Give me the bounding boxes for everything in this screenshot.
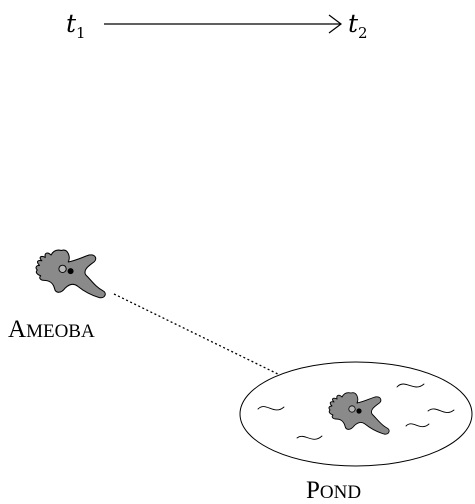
- ripple: [257, 406, 285, 411]
- time-start-symbol: t: [66, 9, 77, 38]
- ripple: [396, 383, 425, 388]
- dotted-connector: [113, 293, 287, 379]
- pond-label-rest: OND: [320, 482, 361, 503]
- ripple: [296, 435, 323, 440]
- time-start-label: t1: [66, 9, 86, 42]
- time-arrow: t1 t2: [66, 9, 368, 42]
- time-end-subscript: 2: [358, 24, 368, 42]
- pond-label: POND: [306, 477, 361, 504]
- amoeba-icon: [35, 249, 106, 299]
- time-start-subscript: 1: [76, 24, 86, 42]
- time-end-symbol: t: [348, 9, 359, 38]
- ameoba-label-rest: MEOBA: [26, 321, 95, 342]
- pond-label-initial: P: [306, 477, 320, 504]
- ripple: [427, 408, 455, 413]
- ameoba-label-initial: A: [8, 316, 26, 343]
- pond: [239, 361, 473, 467]
- ameoba-label: AMEOBA: [8, 316, 95, 343]
- pond-ripples: [257, 383, 455, 440]
- time-end-label: t2: [348, 9, 368, 42]
- ripple: [405, 423, 430, 428]
